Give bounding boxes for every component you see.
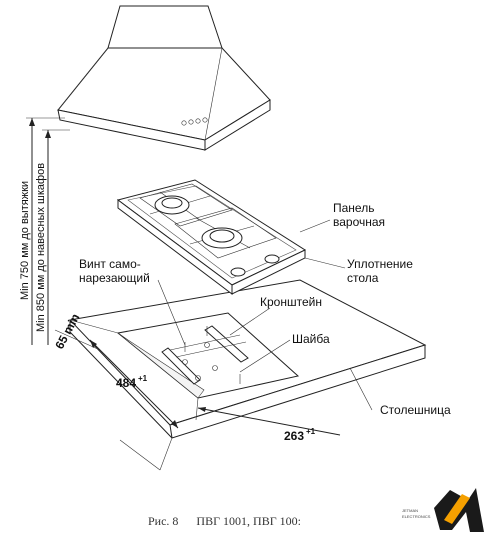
- dim-65-min: 65 min: [52, 311, 82, 351]
- mounting-brackets: [161, 325, 249, 385]
- label-seal: Уплотнение: [347, 257, 413, 271]
- label-washer: Шайба: [292, 332, 330, 346]
- label-seal-2: стола: [347, 271, 379, 285]
- control-knobs: [230, 254, 280, 277]
- logo-brand: JETMAN: [402, 508, 418, 513]
- cooker-hood: [57, 5, 271, 151]
- figure-caption: Рис. 8 ПВГ 1001, ПВГ 100:: [148, 514, 301, 528]
- logo-accent: [444, 494, 470, 524]
- vertical-dimension-lines: [26, 117, 70, 345]
- dimension-lines: [54, 319, 341, 436]
- label-bracket: Кронштейн: [260, 295, 322, 309]
- jetman-logo: JETMAN ELECTRONICS: [402, 488, 484, 532]
- min-850-label: Min 850 мм до навесных шкафов: [35, 163, 47, 332]
- min-750-label: Min 750 мм до вытяжки: [19, 181, 31, 300]
- dim-484: 484: [116, 376, 136, 390]
- burners: [154, 195, 243, 249]
- hob: [116, 179, 307, 296]
- label-screw: Винт само-: [79, 257, 141, 271]
- dim-263: 263: [284, 429, 304, 443]
- label-screw-2: нарезающий: [79, 271, 150, 285]
- leader-lines: [157, 219, 373, 411]
- label-panel: Панель: [333, 201, 374, 215]
- hood-buttons: [181, 117, 208, 126]
- dim-263-tolerance: +1: [306, 427, 316, 436]
- label-panel-2: варочная: [333, 215, 385, 229]
- worktop: [68, 279, 427, 471]
- logo-sub: ELECTRONICS: [402, 514, 431, 519]
- dim-484-tolerance: +1: [138, 374, 148, 383]
- label-worktop: Столешница: [380, 403, 451, 417]
